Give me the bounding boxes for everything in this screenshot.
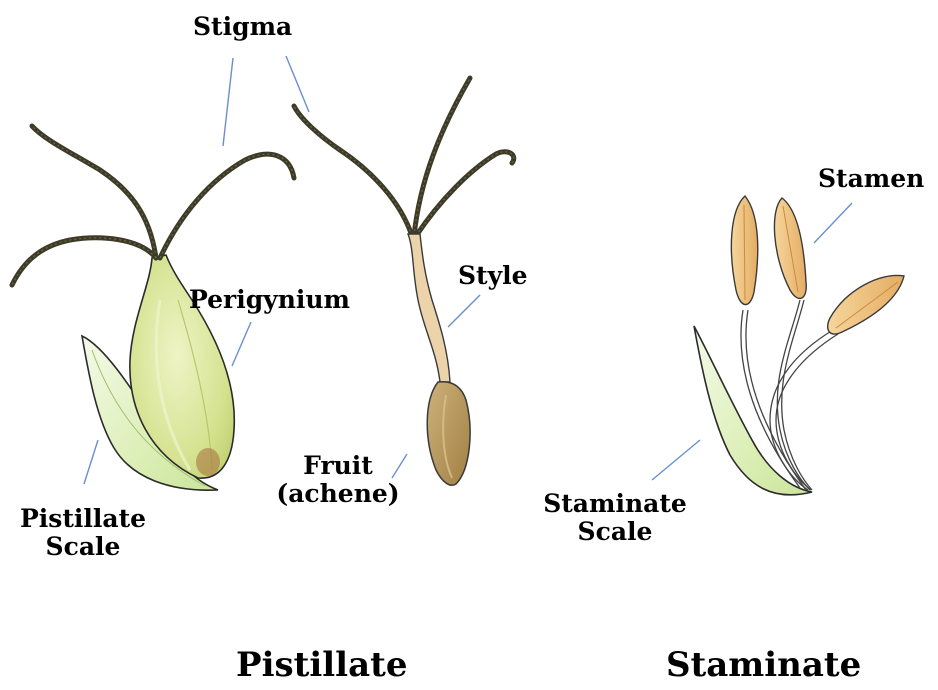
staminate-scale-label-line2: Scale [540, 518, 690, 546]
pistillate-caption: Pistillate [236, 646, 407, 684]
staminate-caption: Staminate [666, 646, 861, 684]
fruit-label-line1: Fruit [268, 452, 408, 480]
perigynium-label: Perigynium [189, 286, 350, 314]
stigma-label: Stigma [193, 13, 292, 41]
staminate-scale-label-line1: Staminate [540, 490, 690, 518]
pistillate-scale-label-line2: Scale [8, 533, 158, 561]
pistillate-scale-label: Pistillate Scale [8, 505, 158, 561]
stamen-label: Stamen [818, 165, 924, 193]
fruit-label: Fruit (achene) [268, 452, 408, 508]
staminate-scale-label: Staminate Scale [540, 490, 690, 546]
anthers [731, 196, 904, 334]
pistillate-scale-label-line1: Pistillate [8, 505, 158, 533]
style-shape [408, 234, 450, 382]
middle-stigmas [294, 78, 514, 236]
style-label: Style [458, 262, 528, 290]
achene-shape [427, 382, 470, 486]
fruit-label-line2: (achene) [268, 480, 408, 508]
